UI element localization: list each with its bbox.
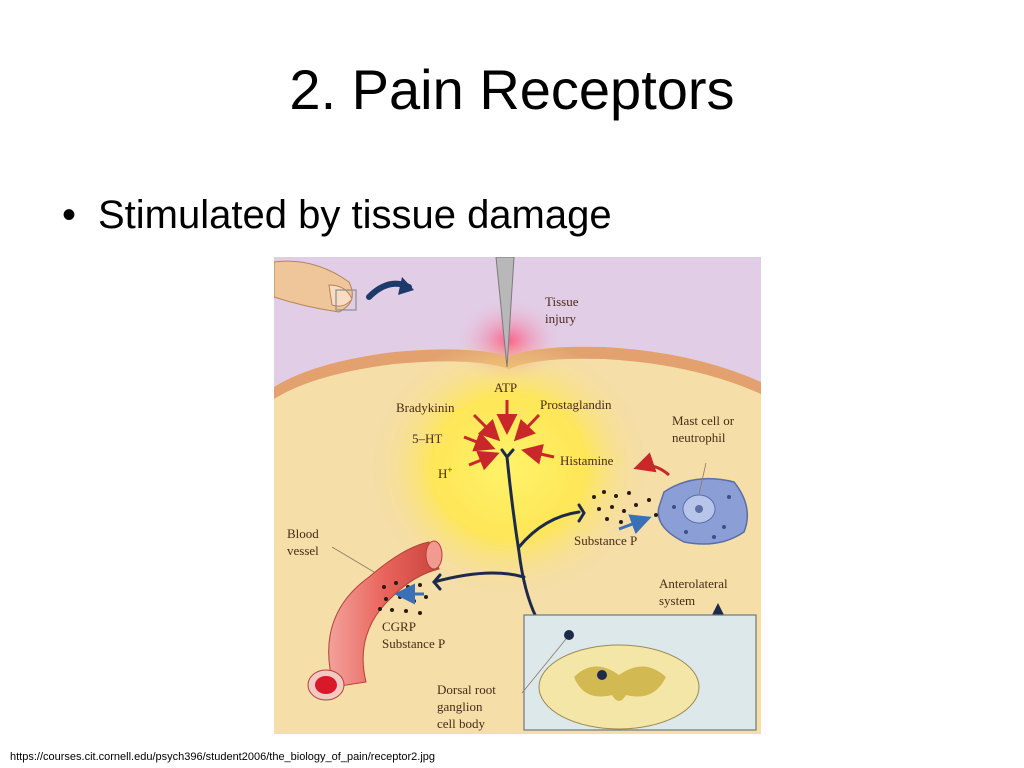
label-anterolateral: Anterolateral xyxy=(659,576,728,591)
label-mast-cell-2: neutrophil xyxy=(672,430,726,445)
pain-receptor-figure: Tissue injury ATP Bradykinin Prostagland… xyxy=(274,257,761,734)
pain-receptor-diagram: Tissue injury ATP Bradykinin Prostagland… xyxy=(274,257,761,734)
source-url: https://courses.cit.cornell.edu/psych396… xyxy=(10,751,436,763)
blood-vessel-icon xyxy=(328,541,440,688)
bullet-dot-icon: • xyxy=(62,193,77,237)
label-mast-cell-1: Mast cell or xyxy=(672,413,735,428)
red-arrows xyxy=(463,400,670,477)
label-prostaglandin: Prostaglandin xyxy=(540,397,612,412)
blue-arrows xyxy=(394,514,652,605)
label-substance-p: Substance P xyxy=(574,533,637,548)
bullet-item: • Stimulated by tissue damage xyxy=(62,195,612,235)
label-atp: ATP xyxy=(494,380,517,395)
vessel-top-end xyxy=(425,540,443,570)
label-vessel: vessel xyxy=(287,543,319,558)
label-5ht: 5–HT xyxy=(412,431,442,446)
vessel-lumen xyxy=(315,676,337,694)
label-ganglion: ganglion xyxy=(437,699,483,714)
label-tissue: Tissue xyxy=(545,294,579,309)
label-cgrp-substance-p: Substance P xyxy=(382,636,445,651)
slide-title: 2. Pain Receptors xyxy=(289,58,735,121)
gray-matter xyxy=(574,666,666,701)
dorsal-root-ganglion-cell xyxy=(564,630,574,640)
label-injury: injury xyxy=(545,311,577,326)
label-bradykinin: Bradykinin xyxy=(396,400,455,415)
leader-lines xyxy=(331,462,707,694)
label-blood: Blood xyxy=(287,526,319,541)
zoom-box xyxy=(335,289,357,311)
spinal-neuron-cell xyxy=(597,670,607,680)
label-hydrogen: H+ xyxy=(438,465,452,481)
label-histamine: Histamine xyxy=(560,453,614,468)
bullet-text: Stimulated by tissue damage xyxy=(98,193,612,237)
zoom-arrowhead-icon xyxy=(398,277,414,295)
needle-icon xyxy=(495,257,515,368)
label-cgrp: CGRP xyxy=(382,619,416,634)
label-cell-body: cell body xyxy=(437,716,486,731)
label-dorsal-root: Dorsal root xyxy=(437,682,496,697)
label-system: system xyxy=(659,593,695,608)
